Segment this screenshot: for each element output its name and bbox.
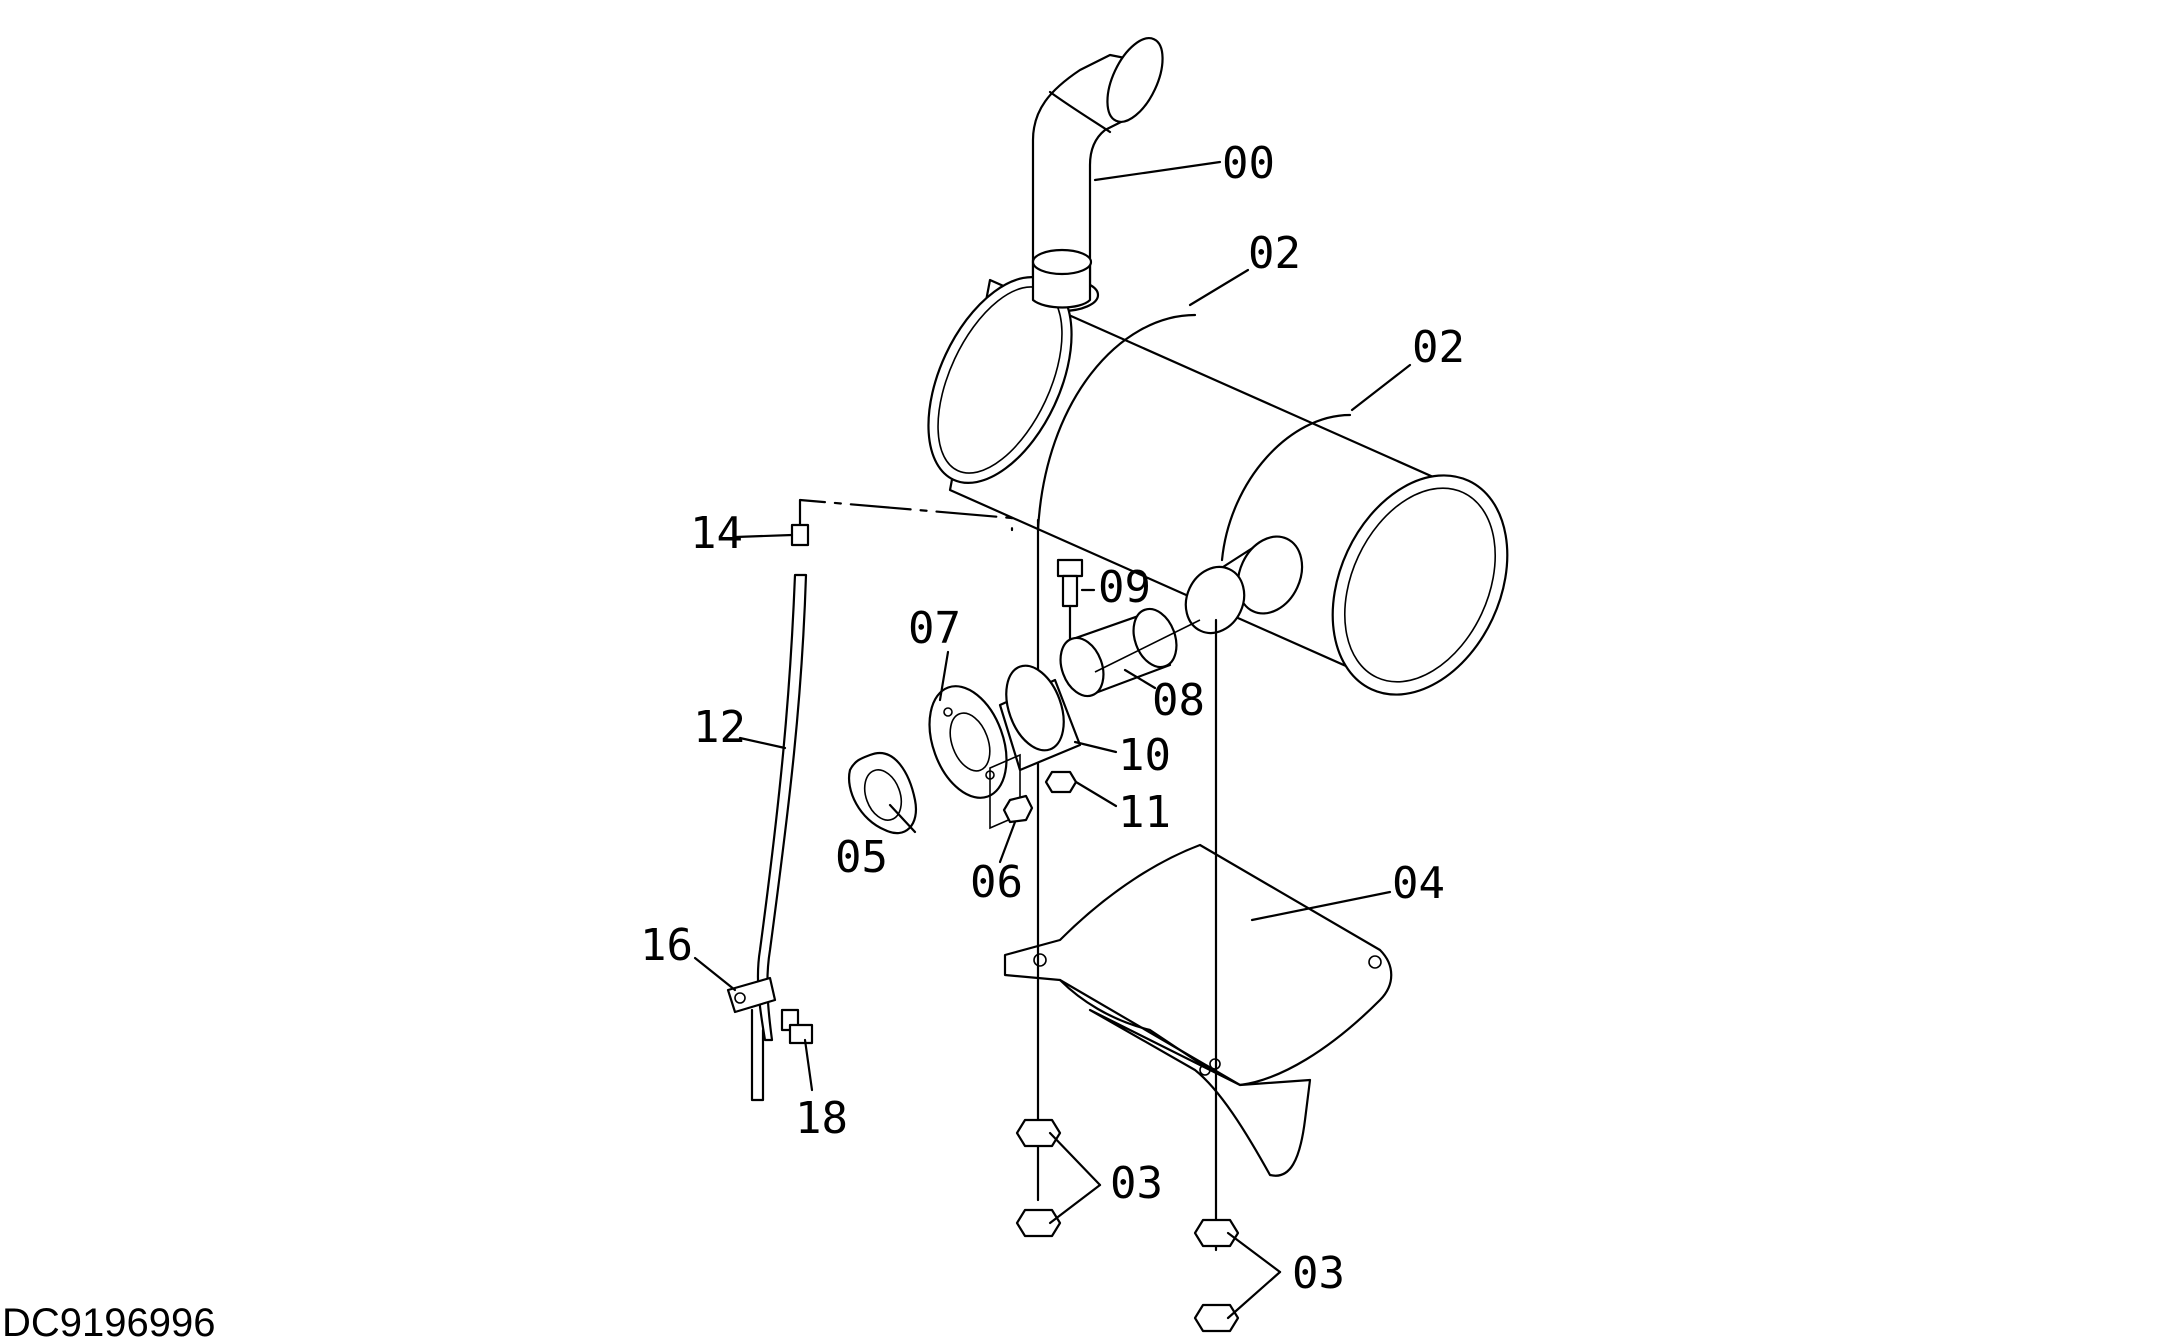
flange-pipe	[928, 664, 1082, 799]
label-00: 00	[1222, 138, 1275, 189]
label-18: 18	[795, 1093, 848, 1144]
nut-06	[1002, 794, 1034, 824]
label-11: 11	[1118, 787, 1171, 838]
clamp-08	[1059, 607, 1178, 698]
label-03-lower: 03	[1292, 1248, 1345, 1299]
label-07: 07	[908, 603, 961, 654]
document-id: DC9196996	[2, 1301, 216, 1344]
label-04: 04	[1392, 858, 1445, 909]
muffler-body	[927, 248, 1509, 696]
label-14: 14	[690, 508, 743, 559]
drain-tube	[726, 498, 1014, 1102]
label-06: 06	[970, 857, 1023, 908]
centerline	[1094, 619, 1201, 673]
label-08: 08	[1152, 675, 1205, 726]
label-05: 05	[835, 832, 888, 883]
gasket-05	[847, 752, 918, 835]
leader-lines	[693, 160, 1412, 1320]
label-12: 12	[693, 702, 746, 753]
label-02-top: 02	[1248, 228, 1301, 279]
nut-03	[1015, 1118, 1240, 1333]
label-03-upper: 03	[1110, 1158, 1163, 1209]
label-10: 10	[1118, 730, 1171, 781]
label-16: 16	[640, 920, 693, 971]
support-bracket	[1003, 843, 1393, 1177]
label-09: 09	[1098, 562, 1151, 613]
label-02-right: 02	[1412, 322, 1465, 373]
